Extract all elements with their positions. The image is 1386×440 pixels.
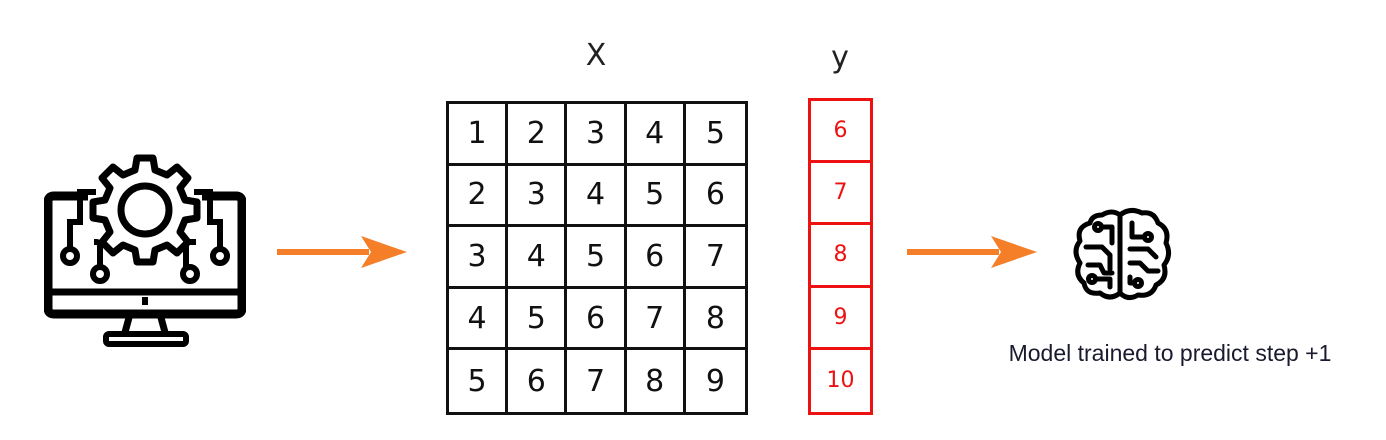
- y-vector-cell: 9: [811, 288, 870, 350]
- y-vector-cell: 7: [811, 163, 870, 226]
- x-matrix-cell: 3: [449, 227, 509, 289]
- brain-circuit-icon: [1072, 203, 1172, 303]
- x-matrix-cell: 4: [449, 288, 509, 351]
- x-matrix-cell: 6: [508, 350, 568, 412]
- x-matrix-cell: 5: [449, 350, 509, 412]
- x-matrix-cell: 5: [685, 104, 745, 166]
- x-matrix-cell: 5: [567, 227, 627, 289]
- x-matrix-cell: 2: [449, 165, 509, 228]
- x-matrix-cell: 4: [626, 104, 686, 166]
- x-matrix-cell: 8: [627, 350, 686, 412]
- y-vector-cell: 8: [811, 225, 870, 288]
- y-vector-cell: 10: [826, 368, 855, 394]
- x-matrix-cell: 9: [705, 363, 725, 399]
- x-matrix-cell: 4: [508, 227, 568, 289]
- arrow-right-icon: [907, 234, 1037, 270]
- y-vector-cell: 6: [811, 101, 870, 164]
- x-matrix-cell: 6: [685, 166, 745, 228]
- x-matrix-cell: 5: [626, 165, 686, 228]
- model-caption: Model trained to predict step +1: [1008, 340, 1332, 366]
- x-matrix-cell: 7: [685, 227, 745, 289]
- x-matrix-cell: 6: [567, 288, 627, 351]
- x-matrix-cell: 2: [508, 104, 568, 166]
- arrow-right-icon: [277, 234, 407, 270]
- x-matrix-cell: 7: [626, 288, 686, 351]
- x-matrix-cell: 3: [567, 104, 627, 166]
- x-matrix-cell: 7: [567, 350, 627, 412]
- x-matrix-label: X: [585, 38, 607, 73]
- x-matrix-cell: 3: [508, 165, 568, 228]
- x-matrix-cell: 5: [508, 288, 568, 351]
- computer-gear-icon: [43, 152, 247, 352]
- y-vector-label: y: [831, 40, 849, 75]
- x-matrix-cell: 4: [567, 165, 627, 228]
- x-matrix-cell: 6: [626, 227, 686, 289]
- x-matrix-cell: 8: [685, 289, 745, 351]
- x-matrix-cell: 1: [449, 104, 509, 166]
